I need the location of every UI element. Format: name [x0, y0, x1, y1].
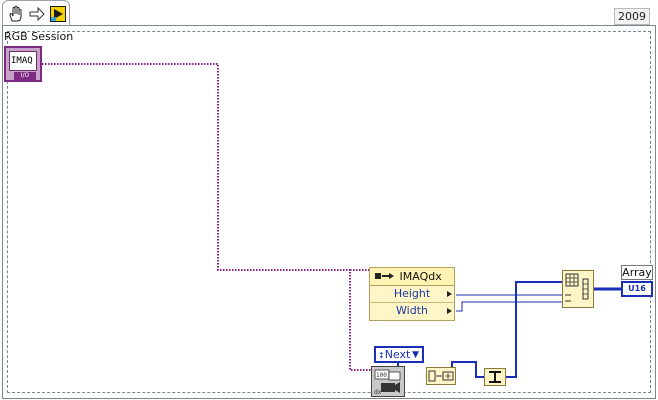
- array-indicator-label: Array: [621, 265, 653, 280]
- index-icon: [489, 371, 501, 383]
- ring-value: Next: [384, 348, 411, 361]
- block-diagram-frame: [2, 25, 656, 399]
- imaq-session-face: IMAQ: [9, 51, 37, 71]
- reshape-array-node[interactable]: [562, 270, 594, 308]
- type-conversion-node[interactable]: [426, 367, 456, 385]
- camera-icon: 1001 dx: [374, 369, 401, 396]
- ring-increment-icon: ↕: [378, 351, 385, 360]
- diagram-inner-border: [7, 31, 651, 393]
- output-terminal-icon: [447, 291, 452, 297]
- index-node[interactable]: [484, 368, 506, 386]
- property-height[interactable]: Height: [370, 286, 454, 303]
- property-width[interactable]: Width: [370, 303, 454, 320]
- svg-text:1001: 1001: [376, 372, 391, 379]
- conversion-icon: [428, 370, 454, 382]
- array-indicator-terminal[interactable]: U16: [621, 281, 653, 297]
- labview-version: 2009: [614, 8, 650, 25]
- reshape-array-icon: [565, 273, 589, 302]
- array-type-badge: U16: [628, 284, 646, 293]
- arrow-right-icon[interactable]: [28, 5, 46, 23]
- property-node-header: IMAQdx: [370, 268, 454, 286]
- output-terminal-icon: [447, 308, 452, 314]
- property-height-label: Height: [393, 287, 431, 300]
- hand-icon[interactable]: [7, 5, 25, 23]
- next-ring-constant[interactable]: ↕Next ▼: [374, 346, 424, 363]
- property-node-icon: [375, 273, 394, 279]
- property-node-class: IMAQdx: [399, 270, 442, 283]
- imaq-session-control[interactable]: IMAQ I/O: [4, 46, 42, 82]
- io-terminal-tag: I/O: [14, 72, 36, 80]
- imaqdx-get-image-vi[interactable]: 1001 dx: [371, 366, 405, 397]
- imaqdx-property-node[interactable]: IMAQdx Height Width: [369, 267, 455, 321]
- vi-run-icon[interactable]: [49, 5, 67, 23]
- dropdown-arrow-icon: ▼: [412, 350, 419, 360]
- snippet-tab: [2, 0, 70, 26]
- session-control-label: RGB Session: [4, 30, 74, 43]
- svg-text:dx: dx: [374, 389, 382, 396]
- property-width-label: Width: [396, 304, 428, 317]
